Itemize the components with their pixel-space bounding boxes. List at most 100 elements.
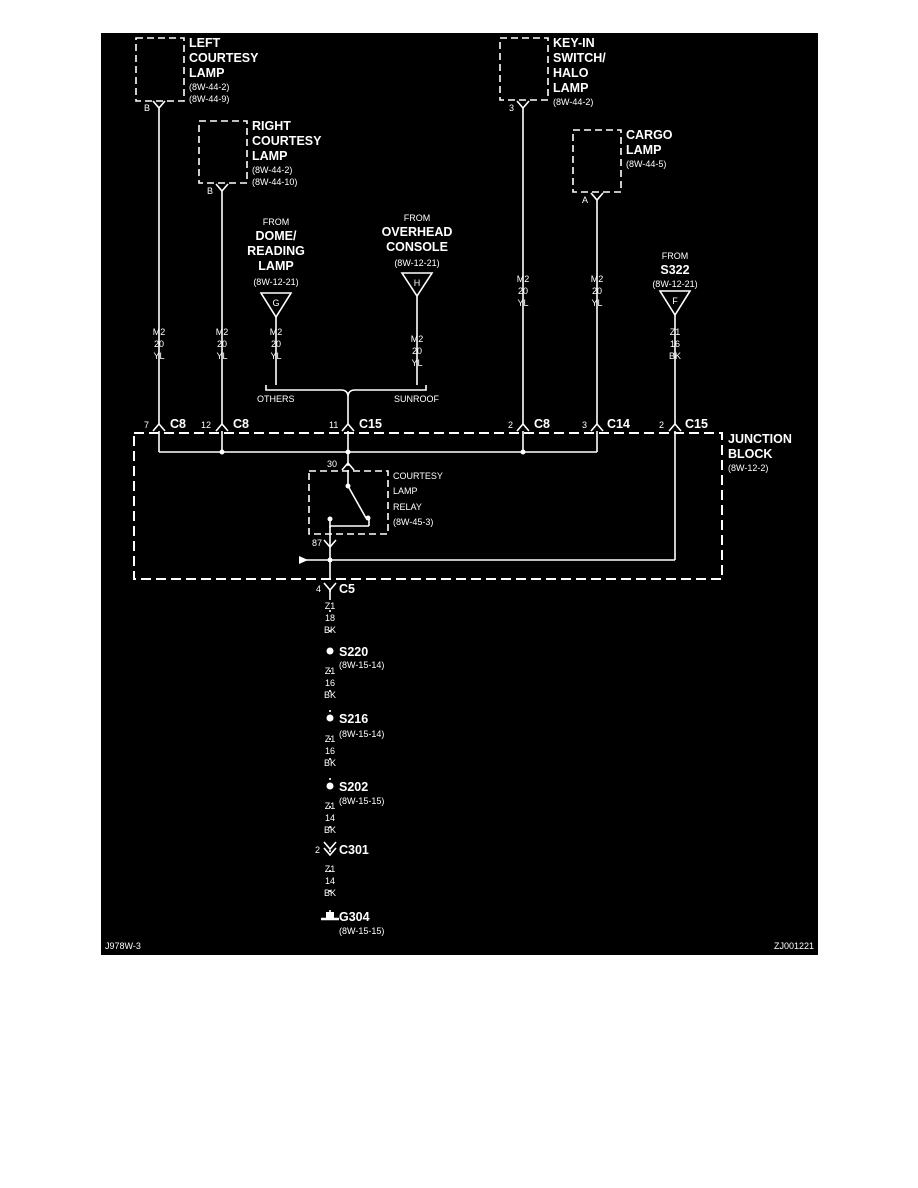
dome-lamp-triangle	[259, 292, 293, 319]
relay-title-1: COURTESY	[393, 471, 443, 481]
bus-dot-1	[219, 449, 225, 455]
relay-pin-30-chevron	[341, 461, 355, 471]
wire-g3-color: BK	[324, 758, 336, 768]
splice-s220-ref: (8W-15-14)	[339, 660, 384, 670]
overhead-console-pin: H	[414, 278, 421, 288]
wire-w5-color: YL	[517, 298, 528, 308]
junction-block-box	[133, 432, 723, 580]
diagram-background	[101, 33, 818, 955]
cargo-lamp-title-1: CARGO	[626, 128, 673, 142]
wire-w2-color: YL	[216, 351, 227, 361]
splice-dot-s216	[326, 714, 334, 722]
wire-g1-circuit: Z1	[325, 601, 336, 611]
relay-switch-arm	[347, 485, 367, 519]
key-in-switch-title-1: KEY-IN	[553, 36, 595, 50]
left-courtesy-lamp-title-3: LAMP	[189, 66, 224, 80]
footer-right-code: ZJ001221	[774, 941, 814, 951]
wire-g1-color: BK	[324, 625, 336, 635]
wire-w1-color: YL	[153, 351, 164, 361]
relay-title-3: RELAY	[393, 502, 422, 512]
wire-w1-circuit: M2	[153, 327, 166, 337]
cargo-lamp-ref: (8W-44-5)	[626, 159, 666, 169]
relay-ground-dot	[327, 516, 333, 522]
right-courtesy-lamp-title-2: COURTESY	[252, 134, 322, 148]
s322-ref: (8W-12-21)	[652, 279, 697, 289]
dome-lamp-title-2: READING	[247, 244, 305, 258]
junction-connector-c15-2	[668, 422, 682, 432]
right-courtesy-lamp-ref-1: (8W-44-2)	[252, 165, 292, 175]
relay-87-dot	[327, 557, 333, 563]
key-in-switch-ref: (8W-44-2)	[553, 97, 593, 107]
splice-s202-name: S202	[339, 780, 368, 794]
overhead-console-triangle	[400, 272, 434, 298]
dome-lamp-from: FROM	[263, 217, 290, 227]
key-in-switch-title-4: LAMP	[553, 81, 588, 95]
wire-g4-color: BK	[324, 825, 336, 835]
key-in-switch-pin: 3	[509, 103, 514, 113]
key-in-switch-title-2: SWITCH/	[553, 51, 606, 65]
wire-w4-gauge: 20	[412, 346, 422, 356]
conn-3-name: C15	[359, 417, 382, 431]
wire-w3-gauge: 20	[271, 339, 281, 349]
cargo-lamp-box	[572, 129, 622, 193]
wire-g5-color: BK	[324, 888, 336, 898]
c5-name: C5	[339, 582, 355, 596]
left-courtesy-lamp-title-1: LEFT	[189, 36, 221, 50]
right-courtesy-lamp-pin: B	[207, 186, 213, 196]
wire-w5-circuit: M2	[517, 274, 530, 284]
wire-w6-gauge: 20	[592, 286, 602, 296]
right-courtesy-lamp-title-1: RIGHT	[252, 119, 291, 133]
dome-lamp-title-3: LAMP	[258, 259, 293, 273]
conn-3-pin: 11	[329, 420, 338, 430]
splice-dot-s220	[326, 647, 334, 655]
c5-pin: 4	[316, 584, 321, 594]
left-courtesy-lamp-ref-2: (8W-44-9)	[189, 94, 229, 104]
left-courtesy-lamp-ref-1: (8W-44-2)	[189, 82, 229, 92]
junction-block-title-1: JUNCTION	[728, 432, 792, 446]
conn-2-pin: 12	[201, 420, 211, 430]
junction-connector-c8-12	[215, 422, 229, 432]
wire-g1-gauge: 18	[325, 613, 335, 623]
relay-title-2: LAMP	[393, 486, 418, 496]
conn-5-pin: 3	[582, 420, 587, 430]
left-courtesy-lamp-title-2: COURTESY	[189, 51, 259, 65]
left-courtesy-lamp-box	[135, 37, 185, 102]
wire-g3-gauge: 16	[325, 746, 335, 756]
junction-connector-c15-11	[341, 422, 355, 432]
relay-contact-dot-bottom	[365, 515, 371, 521]
wire-w4-color: YL	[411, 358, 422, 368]
right-courtesy-lamp-title-3: LAMP	[252, 149, 287, 163]
junction-connector-c14-3	[590, 422, 604, 432]
conn-6-name: C15	[685, 417, 708, 431]
cargo-lamp-title-2: LAMP	[626, 143, 661, 157]
dome-lamp-ref: (8W-12-21)	[253, 277, 298, 287]
right-courtesy-lamp-ref-2: (8W-44-10)	[252, 177, 297, 187]
conn-1-pin: 7	[144, 420, 149, 430]
bus-dot-2	[345, 449, 351, 455]
wire-w1-gauge: 20	[154, 339, 164, 349]
overhead-console-title-1: OVERHEAD	[382, 225, 453, 239]
key-in-switch-title-3: HALO	[553, 66, 589, 80]
wire-w6-color: YL	[591, 298, 602, 308]
ground-symbol-block	[326, 912, 334, 918]
overhead-console-ref: (8W-12-21)	[394, 258, 439, 268]
wire-w7-circuit: Z1	[670, 327, 681, 337]
wire-w7-color: BK	[669, 351, 681, 361]
c301-chevron-1	[323, 841, 337, 851]
splice-s220-name: S220	[339, 645, 368, 659]
ground-g304-name: G304	[339, 910, 370, 924]
splice-s216-name: S216	[339, 712, 368, 726]
wire-w2-circuit: M2	[216, 327, 229, 337]
wire-g4-gauge: 14	[325, 813, 335, 823]
cargo-lamp-pin: A	[582, 195, 588, 205]
wire-w7-gauge: 16	[670, 339, 680, 349]
conn-2-name: C8	[233, 417, 249, 431]
s322-from: FROM	[662, 251, 689, 261]
relay-pin-87-chevron	[323, 539, 337, 549]
wire-g2-gauge: 16	[325, 678, 335, 688]
s322-triangle	[658, 290, 692, 317]
relay-contact-dot-top	[345, 483, 351, 489]
bus-dot-3	[520, 449, 526, 455]
overhead-console-from: FROM	[404, 213, 431, 223]
splice-dot-s202	[326, 782, 334, 790]
